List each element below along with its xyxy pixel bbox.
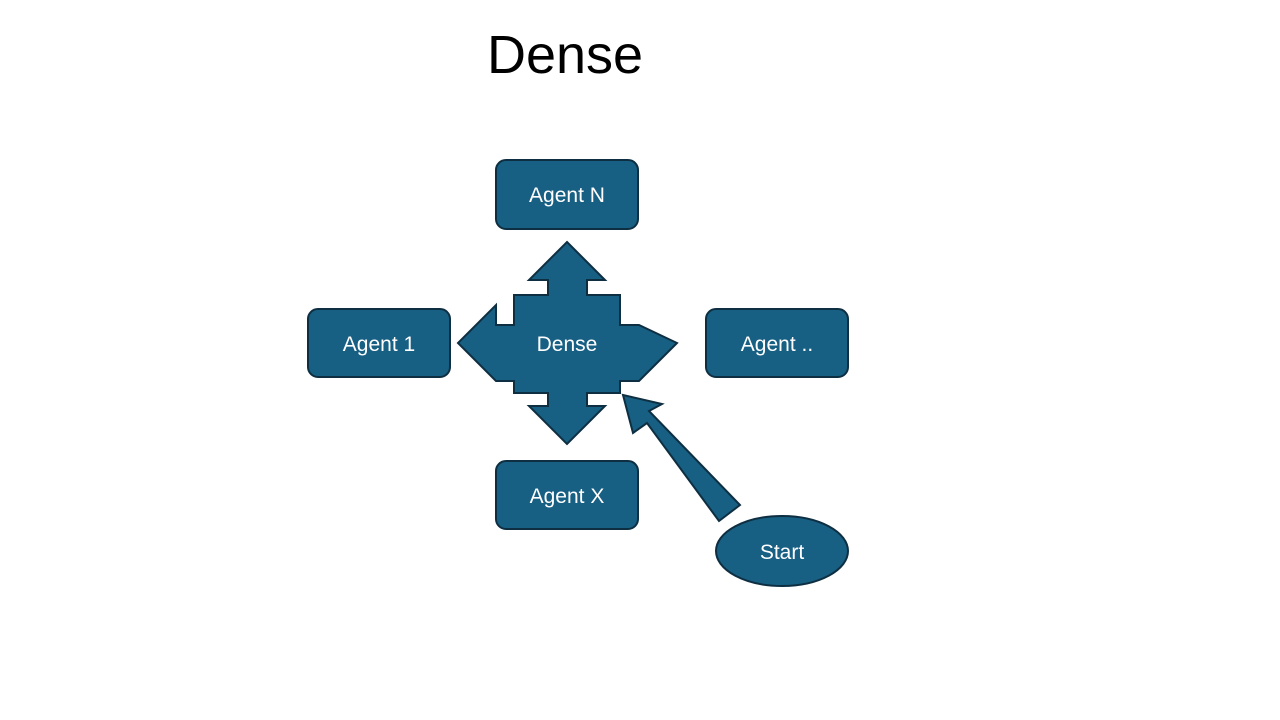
hub-label: Dense xyxy=(537,333,598,356)
node-agent-n-label: Agent N xyxy=(529,184,605,207)
node-agent-x: Agent X xyxy=(495,460,639,530)
node-agent-1-label: Agent 1 xyxy=(343,333,415,356)
node-agent-dots-label: Agent .. xyxy=(741,333,813,356)
start-arrow xyxy=(621,393,742,523)
node-agent-x-label: Agent X xyxy=(530,485,605,508)
node-agent-1: Agent 1 xyxy=(307,308,451,378)
node-start: Start xyxy=(715,515,849,587)
hub-quad-arrow: Dense xyxy=(456,240,679,446)
node-agent-dots: Agent .. xyxy=(705,308,849,378)
node-agent-n: Agent N xyxy=(495,159,639,230)
node-start-label: Start xyxy=(760,541,805,564)
slide-title: Dense xyxy=(486,25,644,85)
